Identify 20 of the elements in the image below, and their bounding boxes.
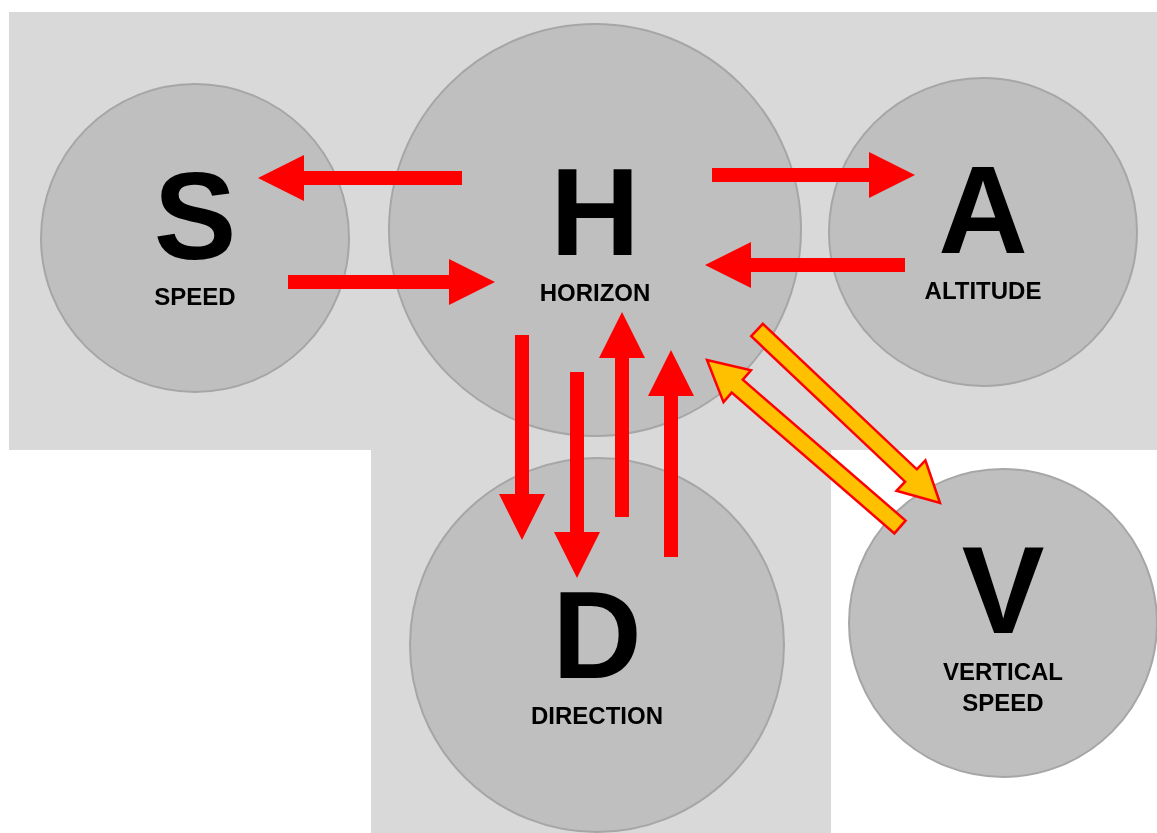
node-letter: A <box>938 157 1028 264</box>
arrow <box>599 312 645 517</box>
arrow <box>705 242 905 288</box>
arrow <box>648 350 694 557</box>
node-letter: S <box>153 163 237 270</box>
arrow <box>712 152 915 198</box>
arrow <box>749 322 942 505</box>
arrow <box>554 372 600 578</box>
node-label: DIRECTION <box>530 701 664 732</box>
arrow <box>288 259 495 305</box>
arrow <box>258 155 462 201</box>
node-letter: D <box>552 582 642 689</box>
node-label: HORIZON <box>538 278 652 309</box>
node-label: SPEED <box>153 282 237 313</box>
node-letter: V <box>961 538 1045 644</box>
node-label: ALTITUDE <box>923 276 1043 307</box>
arrow <box>704 358 908 536</box>
arrow <box>499 335 545 540</box>
node-label: VERTICAL SPEED <box>942 656 1064 718</box>
node-letter: H <box>550 159 640 266</box>
